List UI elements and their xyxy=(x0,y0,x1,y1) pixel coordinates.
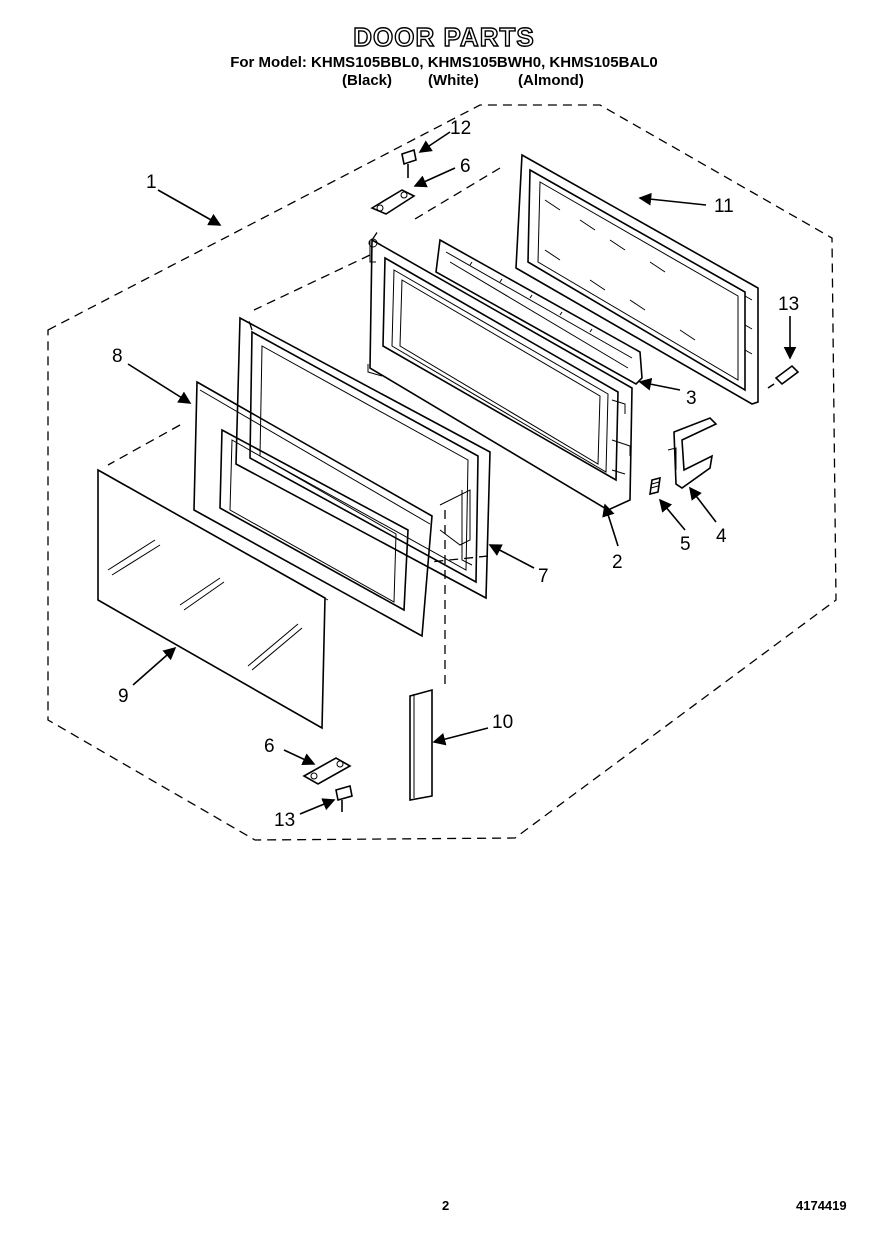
callout-8: 8 xyxy=(112,346,123,367)
callout-13-right: 13 xyxy=(778,294,799,315)
color-variants: (Black) (White) (Almond) xyxy=(0,72,888,92)
callout-9: 9 xyxy=(118,686,129,707)
part-13-right-screw xyxy=(767,364,800,389)
callout-10: 10 xyxy=(492,712,513,733)
part-4-latch xyxy=(667,417,718,489)
callout-13-bottom: 13 xyxy=(274,810,295,831)
part-10-strip xyxy=(409,688,433,801)
part-5-spring xyxy=(649,476,661,496)
callout-1: 1 xyxy=(146,172,157,193)
callout-7: 7 xyxy=(538,566,549,587)
callout-12: 12 xyxy=(450,118,471,139)
assembly-boundary xyxy=(47,104,837,841)
part-7-choke-frame xyxy=(235,316,491,600)
page-title: DOOR PARTS xyxy=(353,21,535,52)
callout-leaders xyxy=(127,131,797,815)
document-number: 4174419 xyxy=(796,1198,847,1213)
callout-3: 3 xyxy=(686,388,697,409)
part-12-screw xyxy=(401,148,417,178)
variant-white: (White) xyxy=(428,72,479,89)
model-line: For Model: KHMS105BBL0, KHMS105BWH0, KHM… xyxy=(230,54,658,71)
part-6-top-hinge xyxy=(370,189,416,215)
part-8-front-frame xyxy=(193,380,433,638)
part-6-bottom-hinge xyxy=(302,757,352,785)
callout-5: 5 xyxy=(680,534,691,555)
part-13-bottom-screw xyxy=(335,784,353,812)
part-9-glass xyxy=(97,468,329,730)
callout-6-bottom: 6 xyxy=(264,736,275,757)
callout-11: 11 xyxy=(714,196,734,217)
callout-4: 4 xyxy=(716,526,727,547)
callout-6-top: 6 xyxy=(460,156,471,177)
variant-almond: (Almond) xyxy=(518,72,584,89)
page-number: 2 xyxy=(442,1198,450,1213)
callout-2: 2 xyxy=(612,552,623,573)
part-11-frame xyxy=(515,153,759,405)
part-2-inner-panel xyxy=(367,238,633,511)
assembly-guide-lines xyxy=(107,167,501,690)
variant-black: (Black) xyxy=(342,72,393,89)
